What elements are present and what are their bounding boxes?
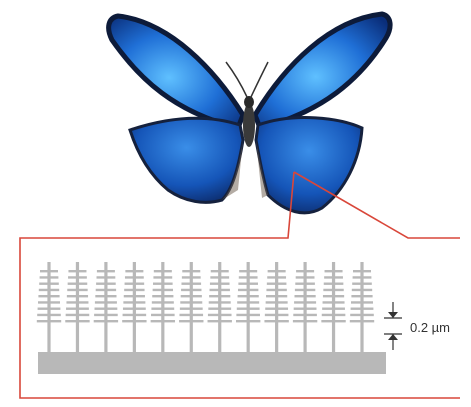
- ridge-9: [264, 262, 288, 352]
- ridge-7: [208, 262, 232, 352]
- ridge-8: [236, 262, 260, 352]
- lower-left-wing: [130, 118, 243, 202]
- ridge-2: [65, 262, 89, 352]
- scale-bar-label: 0.2 µm: [410, 320, 450, 335]
- ridge-1: [37, 262, 61, 352]
- ridge-4: [122, 262, 146, 352]
- ridge-10: [293, 262, 317, 352]
- ridge-3: [94, 262, 118, 352]
- substrate-layer: [38, 352, 386, 374]
- nanostructure-diagram: [37, 262, 386, 374]
- lower-right-wing: [256, 118, 362, 213]
- scale-indicator: [384, 302, 402, 350]
- butterfly-body: [243, 103, 255, 147]
- ridge-11: [321, 262, 345, 352]
- upper-left-wing: [109, 16, 243, 128]
- upper-right-wing: [255, 14, 390, 128]
- ridge-12: [350, 262, 374, 352]
- ridge-5: [151, 262, 175, 352]
- morpho-butterfly-icon: [109, 14, 390, 213]
- ridge-6: [179, 262, 203, 352]
